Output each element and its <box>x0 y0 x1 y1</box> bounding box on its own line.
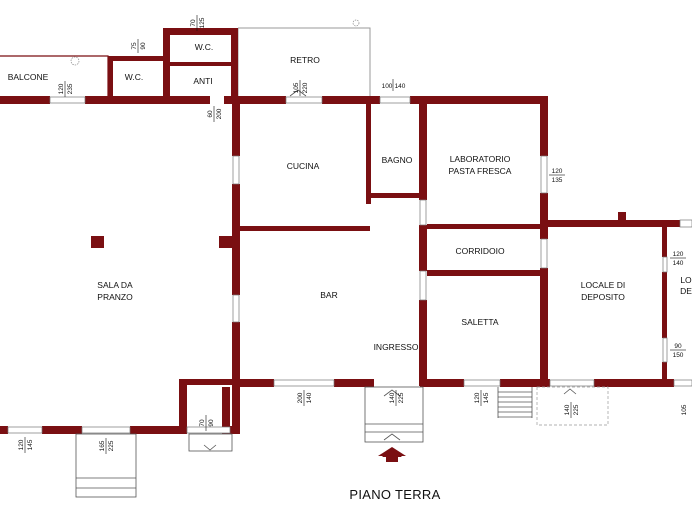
room-bar: BAR <box>320 290 337 300</box>
svg-text:90: 90 <box>140 42 147 50</box>
svg-text:120: 120 <box>552 168 563 175</box>
dim-sala-entrance: 165 225 <box>99 438 115 454</box>
svg-text:220: 220 <box>302 82 309 93</box>
dim-bar-window: 200 140 <box>297 390 313 406</box>
dim-bagno-window: 100 140 <box>382 79 406 91</box>
svg-text:75: 75 <box>131 42 138 50</box>
dim-right-edge: 105 <box>681 404 688 415</box>
svg-text:90: 90 <box>208 419 215 427</box>
svg-text:120: 120 <box>474 392 481 403</box>
dim-wc-lower: 70 90 <box>199 415 215 431</box>
svg-text:140: 140 <box>673 260 684 267</box>
room-bagno: BAGNO <box>382 155 413 165</box>
svg-text:105: 105 <box>681 404 688 415</box>
svg-text:90: 90 <box>674 343 682 350</box>
room-ingresso: INGRESSO <box>374 342 419 352</box>
svg-text:140: 140 <box>564 404 571 415</box>
svg-text:100: 100 <box>382 83 393 90</box>
room-retro: RETRO <box>290 55 320 65</box>
svg-text:120: 120 <box>58 83 65 94</box>
room-partial-line1: LO <box>680 275 692 285</box>
dim-lab-window: 120 135 <box>549 168 565 184</box>
room-wc-left: W.C. <box>125 72 143 82</box>
room-anti: ANTI <box>193 76 212 86</box>
svg-text:70: 70 <box>190 19 197 27</box>
svg-text:225: 225 <box>573 404 580 415</box>
dim-ingresso-door: 140 225 <box>389 390 405 406</box>
dim-deposito-door: 90 150 <box>670 343 686 359</box>
svg-text:135: 135 <box>552 177 563 184</box>
room-sala-line1: SALA DA <box>97 280 133 290</box>
dim-deposito-window: 120 140 <box>670 251 686 267</box>
svg-text:140: 140 <box>306 392 313 403</box>
room-deposito-line1: LOCALE DI <box>581 280 625 290</box>
svg-text:105: 105 <box>293 82 300 93</box>
openings <box>7 96 692 434</box>
room-labels: BALCONE W.C. W.C. ANTI RETRO CUCINA BAGN… <box>8 42 692 352</box>
svg-text:225: 225 <box>108 440 115 451</box>
dim-retro-door: 105 220 <box>293 80 309 96</box>
dim-anti-door: 60 200 <box>207 106 223 122</box>
svg-text:70: 70 <box>199 419 206 427</box>
svg-text:235: 235 <box>67 83 74 94</box>
room-deposito-line2: DEPOSITO <box>581 292 625 302</box>
svg-text:125: 125 <box>199 17 206 28</box>
svg-text:165: 165 <box>99 440 106 451</box>
room-laboratorio-line2: PASTA FRESCA <box>449 166 512 176</box>
dim-wc-top: 70 125 <box>190 15 206 31</box>
svg-text:120: 120 <box>673 251 684 258</box>
room-balcone: BALCONE <box>8 72 49 82</box>
room-cucina: CUCINA <box>287 161 320 171</box>
walls <box>0 28 680 434</box>
svg-text:200: 200 <box>216 108 223 119</box>
room-laboratorio-line1: LABORATORIO <box>450 154 511 164</box>
dim-balcone-window: 120 235 <box>58 81 74 97</box>
floor-title: PIANO TERRA <box>349 487 440 502</box>
svg-text:145: 145 <box>27 439 34 450</box>
dim-wc-left: 75 90 <box>131 39 147 53</box>
room-sala-line2: PRANZO <box>97 292 133 302</box>
room-wc-top: W.C. <box>195 42 213 52</box>
svg-text:140: 140 <box>389 392 396 403</box>
dim-saletta-window: 120 145 <box>474 390 490 406</box>
room-corridoio: CORRIDOIO <box>455 246 505 256</box>
svg-text:145: 145 <box>483 392 490 403</box>
room-saletta: SALETTA <box>461 317 498 327</box>
svg-text:225: 225 <box>398 392 405 403</box>
dim-sala-window: 120 145 <box>18 437 34 453</box>
svg-text:120: 120 <box>18 439 25 450</box>
dimension-labels: 70 125 75 90 120 235 60 200 105 220 100 … <box>18 15 688 454</box>
dim-deposito-entrance: 140 225 <box>564 402 580 418</box>
steps <box>70 19 609 498</box>
room-partial-line2: DE <box>680 286 692 296</box>
svg-text:200: 200 <box>297 392 304 403</box>
svg-text:150: 150 <box>673 352 684 359</box>
svg-text:140: 140 <box>395 83 406 90</box>
svg-text:60: 60 <box>207 110 214 118</box>
